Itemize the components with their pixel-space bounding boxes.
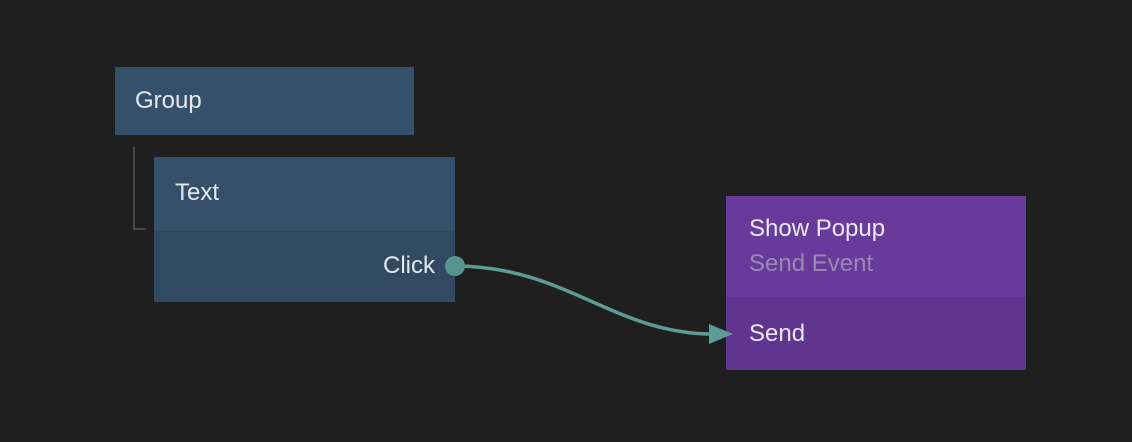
- port-row-send[interactable]: Send: [726, 297, 1026, 370]
- node-show-popup[interactable]: Show Popup Send Event Send: [726, 196, 1026, 370]
- node-text[interactable]: Text Click: [154, 157, 455, 302]
- node-show-popup-title: Show Popup: [749, 215, 886, 242]
- port-row-click: Click: [154, 229, 455, 302]
- node-group[interactable]: Group: [115, 67, 414, 135]
- hierarchy-connector-line: [133, 147, 146, 230]
- input-port-label: Send: [749, 319, 806, 347]
- node-text-header[interactable]: Text: [154, 157, 455, 229]
- node-show-popup-header[interactable]: Show Popup Send Event: [726, 196, 1026, 297]
- node-group-title: Group: [135, 87, 202, 114]
- node-text-title: Text: [175, 179, 220, 206]
- connection-wire[interactable]: [453, 264, 714, 336]
- output-port-label: Click: [383, 252, 435, 279]
- node-show-popup-subtitle: Send Event: [749, 250, 874, 277]
